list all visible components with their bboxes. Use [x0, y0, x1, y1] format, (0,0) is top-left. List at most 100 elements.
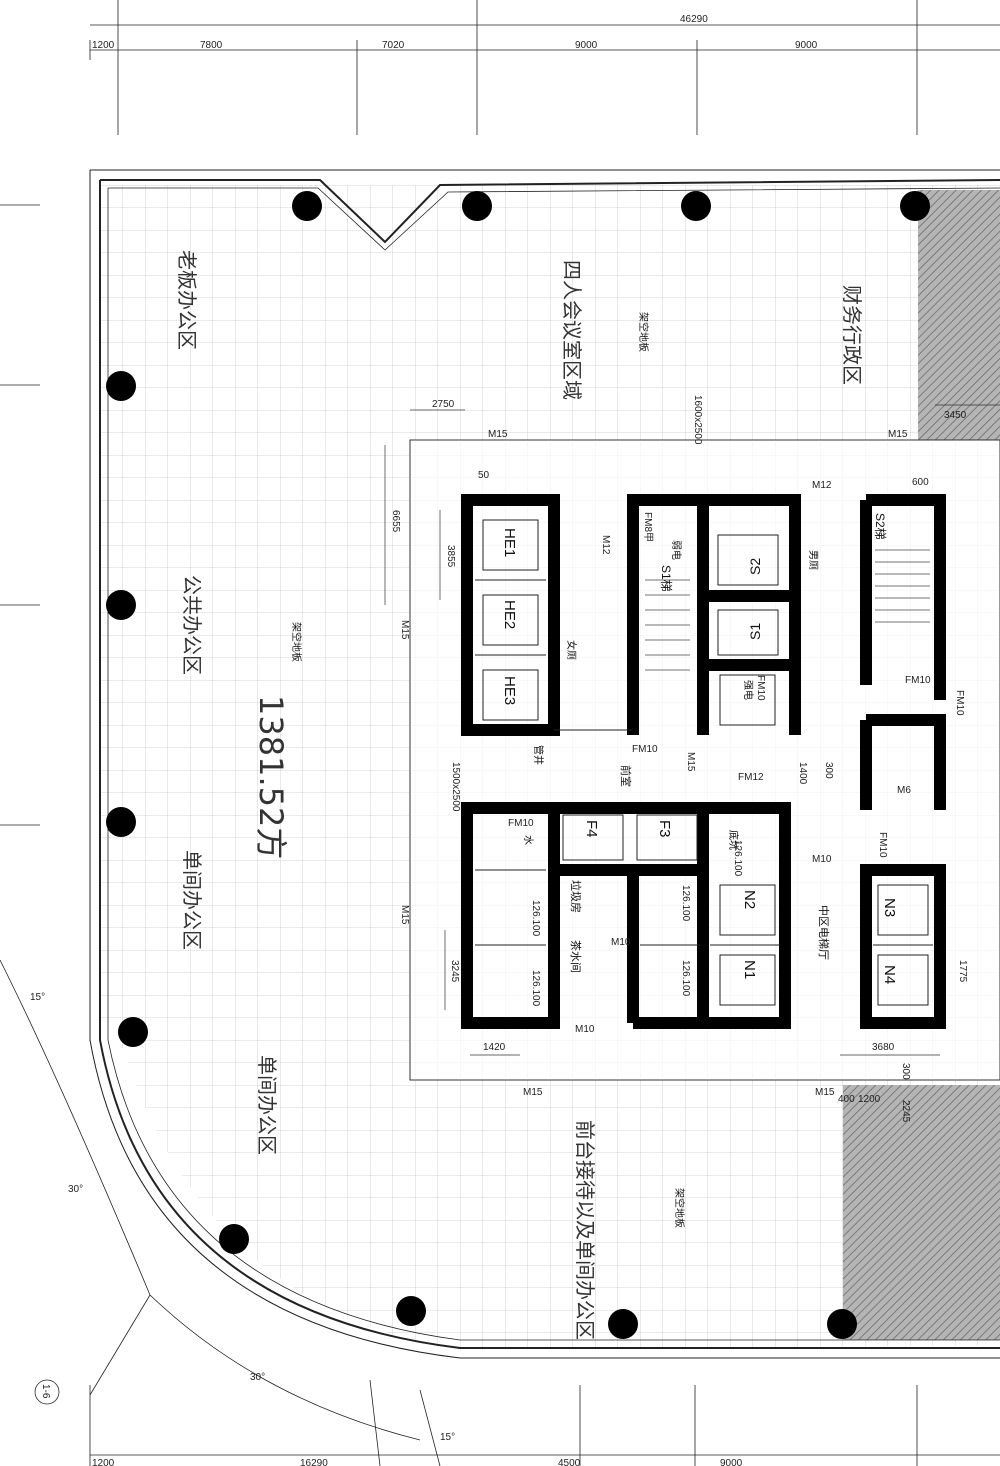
pit-dimension-values: 126.100 126.100 126.100 126.100 126.100 — [530, 840, 743, 1007]
svg-text:M6: M6 — [897, 785, 911, 796]
zone-public-office: 公共办公区 — [180, 575, 204, 675]
radial-grid — [0, 959, 1000, 1466]
elevator-N3: N3 — [881, 898, 898, 917]
svg-text:1600x2500: 1600x2500 — [692, 395, 703, 445]
svg-text:架空地板: 架空地板 — [290, 622, 303, 662]
svg-text:FM10: FM10 — [877, 832, 888, 858]
svg-text:FM10: FM10 — [905, 675, 931, 686]
bottom-dim-3: 4500 — [558, 1458, 581, 1466]
svg-text:弱电: 弱电 — [670, 540, 683, 560]
svg-text:126.100: 126.100 — [680, 960, 691, 997]
svg-text:架空地板: 架空地板 — [637, 312, 650, 352]
svg-text:FM10: FM10 — [954, 690, 965, 716]
svg-text:600: 600 — [912, 477, 929, 488]
angle-3: 30° — [250, 1372, 265, 1383]
door-tags: M15 M15 M15 M15 M15 M15 M12 M12 M10 M10 … — [399, 429, 965, 1098]
floor-notes: 架空地板 架空地板 架空地板 — [290, 312, 686, 1228]
top-dimension-chain — [89, 0, 1000, 135]
dim-seg-1: 1200 — [92, 40, 115, 51]
zone-meeting-room: 四人会议室区域 — [560, 260, 584, 400]
hatched-zone-bottom-right — [843, 1085, 1000, 1340]
core-walls — [461, 494, 946, 1029]
elevator-labels: HE1 HE2 HE3 F4 F3 N2 N1 N3 N4 S2 S1 S1梯 … — [501, 513, 898, 984]
elevator-HE1: HE1 — [501, 528, 518, 557]
left-axis-ticks — [0, 204, 40, 826]
svg-text:400: 400 — [838, 1094, 855, 1105]
dim-seg-3: 7020 — [382, 40, 405, 51]
svg-text:FM8甲: FM8甲 — [642, 512, 653, 542]
dim-seg-2: 7800 — [200, 40, 223, 51]
elevator-N1: N1 — [741, 960, 758, 979]
svg-text:男厕: 男厕 — [807, 550, 819, 570]
svg-text:2750: 2750 — [432, 399, 455, 410]
zone-finance-admin: 财务行政区 — [840, 285, 864, 385]
zone-labels: 老板办公区 四人会议室区域 财务行政区 公共办公区 单间办公区 单间办公区 前台… — [175, 250, 864, 1340]
angle-4: 15° — [440, 1432, 455, 1443]
elevator-HE3: HE3 — [501, 676, 518, 705]
svg-text:M10: M10 — [611, 937, 631, 948]
bottom-dim-2: 16290 — [300, 1458, 328, 1466]
dim-seg-5: 9000 — [795, 40, 818, 51]
svg-text:3450: 3450 — [944, 410, 967, 421]
svg-text:中区电梯厅: 中区电梯厅 — [817, 905, 830, 960]
svg-text:M15: M15 — [888, 429, 908, 440]
svg-text:6655: 6655 — [390, 510, 401, 533]
svg-text:M10: M10 — [575, 1024, 595, 1035]
svg-text:1500x2500: 1500x2500 — [450, 762, 461, 812]
svg-text:1200: 1200 — [858, 1094, 881, 1105]
svg-text:茶水间: 茶水间 — [569, 940, 582, 973]
zone-boss-office: 老板办公区 — [175, 250, 199, 350]
shaft-S1: S1 — [747, 623, 763, 640]
structural-columns — [106, 191, 930, 1339]
zone-reception: 前台接待以及单间办公区 — [573, 1120, 597, 1340]
svg-text:水: 水 — [522, 835, 534, 845]
svg-text:300: 300 — [900, 1063, 911, 1080]
svg-text:3680: 3680 — [872, 1042, 895, 1053]
dim-total: 46290 — [680, 14, 708, 25]
zone-single-office-2: 单间办公区 — [255, 1055, 279, 1155]
elevator-HE2: HE2 — [501, 600, 518, 629]
area-label: 1381.52方 — [252, 695, 290, 859]
svg-text:1775: 1775 — [957, 960, 968, 983]
svg-text:M15: M15 — [523, 1087, 543, 1098]
shaft-dimension-values: 1500x2500 1600x2500 — [450, 395, 703, 812]
svg-text:架空地板: 架空地板 — [673, 1188, 686, 1228]
svg-text:3245: 3245 — [449, 960, 460, 983]
svg-text:M15: M15 — [685, 752, 696, 772]
svg-text:2245: 2245 — [900, 1100, 911, 1123]
svg-text:M10: M10 — [812, 854, 832, 865]
svg-text:50: 50 — [478, 470, 490, 481]
axis-bubble — [34, 1379, 60, 1405]
shaft-S2: S2 — [747, 558, 763, 575]
svg-text:M15: M15 — [399, 620, 410, 640]
svg-text:底坑: 底坑 — [727, 830, 740, 850]
axis-label: 1-6 — [40, 1384, 51, 1399]
elevator-N4: N4 — [881, 965, 898, 984]
svg-text:FM12: FM12 — [738, 772, 764, 783]
svg-text:126.100: 126.100 — [732, 840, 743, 877]
svg-text:126.100: 126.100 — [680, 885, 691, 922]
elevator-F3: F3 — [656, 820, 673, 838]
inner-dimension-values: 2750 6655 3855 3245 1420 3680 1775 3450 … — [390, 399, 968, 1123]
elevator-N2: N2 — [741, 890, 758, 909]
svg-text:管井: 管井 — [532, 745, 545, 765]
inner-dimensions — [384, 404, 1000, 1056]
bottom-dim-1: 1200 — [92, 1458, 115, 1466]
hatched-zone-top-right — [918, 190, 1000, 440]
elevator-F4: F4 — [583, 820, 600, 838]
svg-text:FM10: FM10 — [632, 744, 658, 755]
dim-seg-4: 9000 — [575, 40, 598, 51]
svg-text:M15: M15 — [815, 1087, 835, 1098]
svg-text:女厕: 女厕 — [565, 640, 578, 660]
svg-text:1420: 1420 — [483, 1042, 506, 1053]
svg-text:垃圾房: 垃圾房 — [569, 880, 583, 913]
svg-text:FM10: FM10 — [508, 818, 534, 829]
stair-S1: S1梯 — [659, 565, 673, 592]
stair-S2: S2梯 — [873, 513, 887, 540]
svg-text:M12: M12 — [812, 480, 832, 491]
svg-text:M15: M15 — [488, 429, 508, 440]
core-partitions — [475, 519, 933, 1006]
svg-text:126.100: 126.100 — [530, 900, 541, 937]
bottom-dim-4: 9000 — [720, 1458, 743, 1466]
